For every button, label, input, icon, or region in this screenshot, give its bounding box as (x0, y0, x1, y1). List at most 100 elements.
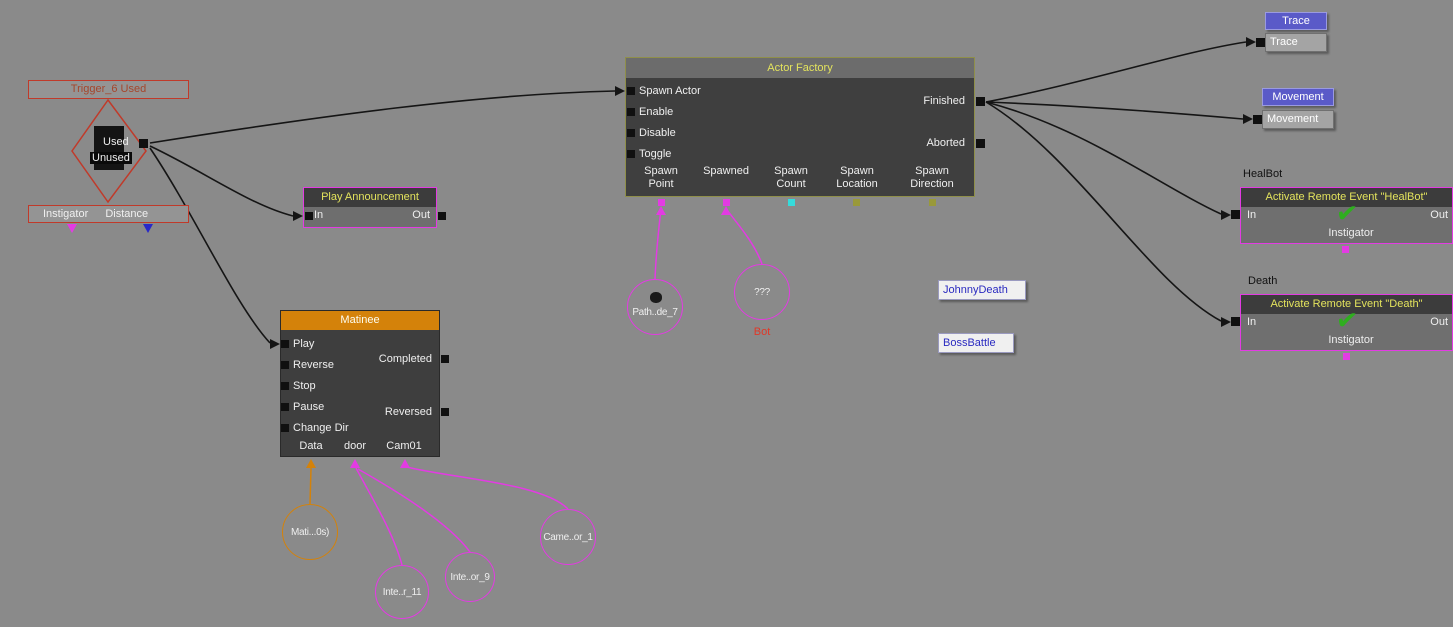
wire-used-to-actorfactory (149, 90, 616, 144)
af-input-toggle: Toggle (639, 148, 672, 160)
af-spawncount-connector[interactable] (788, 199, 795, 206)
arrowhead-up-orange (306, 459, 316, 468)
play-announcement-node[interactable]: Play Announcement In Out (303, 187, 437, 228)
orange-wires (309, 467, 312, 505)
death-instigator-connector[interactable] (1343, 353, 1350, 360)
af-spawndirection-connector[interactable] (929, 199, 936, 206)
matinee-pause-connector[interactable] (281, 403, 289, 411)
matinee-stop-connector[interactable] (281, 382, 289, 390)
af-var-spawndirection-line1: Spawn (915, 165, 949, 177)
trigger-unused-label: Unused (90, 152, 132, 164)
interp9-variable[interactable]: Inte..or_9 (445, 552, 495, 602)
death-in-label: In (1247, 316, 1257, 328)
arrowhead (270, 339, 280, 349)
af-spawned-connector[interactable] (723, 199, 730, 206)
af-var-spawnlocation-line2: Location (836, 178, 878, 190)
pathnode-variable[interactable]: Path..de_7 (627, 279, 683, 335)
matinee-play-connector[interactable] (281, 340, 289, 348)
matinee-var-cam01[interactable]: Cam01 (386, 440, 422, 452)
af-var-spawned-line1: Spawned (703, 165, 749, 177)
wire-interp9-to-door (357, 468, 471, 553)
matinee-data-variable[interactable]: Mati...0s) (282, 504, 338, 560)
movement-node[interactable]: Movement (1262, 110, 1334, 129)
healbot-instigator-connector[interactable] (1342, 246, 1349, 253)
wire-finished-to-trace (985, 41, 1247, 103)
af-disable-connector[interactable] (627, 129, 635, 137)
play-announcement-out-label: Out (412, 209, 430, 221)
healbot-in-connector[interactable] (1231, 210, 1240, 219)
play-announcement-out-connector[interactable] (438, 212, 446, 220)
death-node[interactable]: Activate Remote Event "Death" In Out Ins… (1240, 294, 1453, 351)
movement-in-connector[interactable] (1253, 115, 1262, 124)
trace-event-label[interactable]: Trace (1265, 12, 1327, 30)
healbot-title: Activate Remote Event "HealBot" (1241, 188, 1452, 207)
play-announcement-in-connector[interactable] (305, 212, 313, 220)
trigger-diamond[interactable] (70, 98, 148, 204)
trigger-used-connector[interactable] (139, 139, 148, 148)
trigger-distance-label: Distance (105, 208, 149, 220)
matinee-node[interactable]: Matinee (280, 310, 440, 457)
af-var-spawndirection[interactable]: Spawn Direction (898, 165, 966, 191)
trigger-title-bar[interactable]: Trigger_6 Used (28, 80, 189, 99)
matinee-output-reversed: Reversed (384, 406, 432, 418)
matinee-input-changedir: Change Dir (293, 422, 349, 434)
wire-finished-to-healbot (985, 101, 1222, 215)
arrowhead (1221, 317, 1231, 327)
arrowhead (1243, 114, 1253, 124)
death-instigator-label: Instigator (1328, 334, 1374, 346)
healbot-instigator-label: Instigator (1328, 227, 1374, 239)
af-aborted-connector[interactable] (976, 139, 985, 148)
death-comment: Death (1248, 275, 1278, 287)
af-finished-connector[interactable] (976, 97, 985, 106)
af-toggle-connector[interactable] (627, 150, 635, 158)
play-announcement-in-label: In (314, 209, 324, 221)
matinee-changedir-connector[interactable] (281, 424, 289, 432)
af-var-spawncount-line1: Spawn (774, 165, 808, 177)
johnnydeath-ref[interactable]: JohnnyDeath (938, 280, 1026, 300)
af-var-spawned[interactable]: Spawned (696, 165, 756, 178)
wire-matineedata-to-data (309, 467, 312, 505)
af-var-spawnlocation[interactable]: Spawn Location (823, 165, 891, 191)
trace-node[interactable]: Trace (1265, 33, 1327, 52)
af-spawnactor-connector[interactable] (627, 87, 635, 95)
camera1-label: Came..or_1 (543, 531, 593, 543)
trigger-variable-bar[interactable]: Instigator Distance (28, 205, 189, 223)
af-spawnpoint-connector[interactable] (658, 199, 665, 206)
distance-connector-arrow[interactable] (143, 224, 153, 233)
instigator-connector-arrow[interactable] (67, 224, 77, 233)
movement-event-label[interactable]: Movement (1262, 88, 1334, 106)
death-in-connector[interactable] (1231, 317, 1240, 326)
matinee-reversed-connector[interactable] (441, 408, 449, 416)
arrowhead (1221, 210, 1231, 220)
matinee-data-label: Mati...0s) (290, 526, 330, 538)
healbot-in-label: In (1247, 209, 1257, 221)
af-var-spawncount[interactable]: Spawn Count (761, 165, 821, 191)
matinee-var-data[interactable]: Data (299, 440, 323, 452)
bot-unknown-label: ??? (754, 286, 770, 298)
trace-in-connector[interactable] (1256, 38, 1265, 47)
arrowhead-up (350, 459, 360, 468)
af-var-spawnlocation-line1: Spawn (840, 165, 874, 177)
matinee-output-completed: Completed (378, 353, 432, 365)
wire-used-to-matinee (149, 147, 271, 344)
af-var-spawnpoint[interactable]: Spawn Point (631, 165, 691, 191)
bossbattle-ref[interactable]: BossBattle (938, 333, 1014, 353)
matinee-reverse-connector[interactable] (281, 361, 289, 369)
wire-used-to-announcement (149, 145, 294, 217)
healbot-comment: HealBot (1243, 168, 1283, 180)
matinee-completed-connector[interactable] (441, 355, 449, 363)
interp11-label: Inte..r_11 (382, 586, 422, 598)
healbot-out-label: Out (1430, 209, 1448, 221)
play-announcement-title: Play Announcement (304, 188, 436, 207)
matinee-input-pause: Pause (293, 401, 325, 413)
camera1-variable[interactable]: Came..or_1 (540, 509, 596, 565)
interp11-variable[interactable]: Inte..r_11 (375, 565, 429, 619)
bug-icon (650, 292, 662, 303)
bot-variable[interactable]: ??? (734, 264, 790, 320)
actor-factory-node[interactable]: Actor Factory (625, 57, 975, 197)
af-enable-connector[interactable] (627, 108, 635, 116)
af-spawnlocation-connector[interactable] (853, 199, 860, 206)
matinee-var-door[interactable]: door (343, 440, 367, 452)
magenta-arrowheads (350, 206, 731, 468)
